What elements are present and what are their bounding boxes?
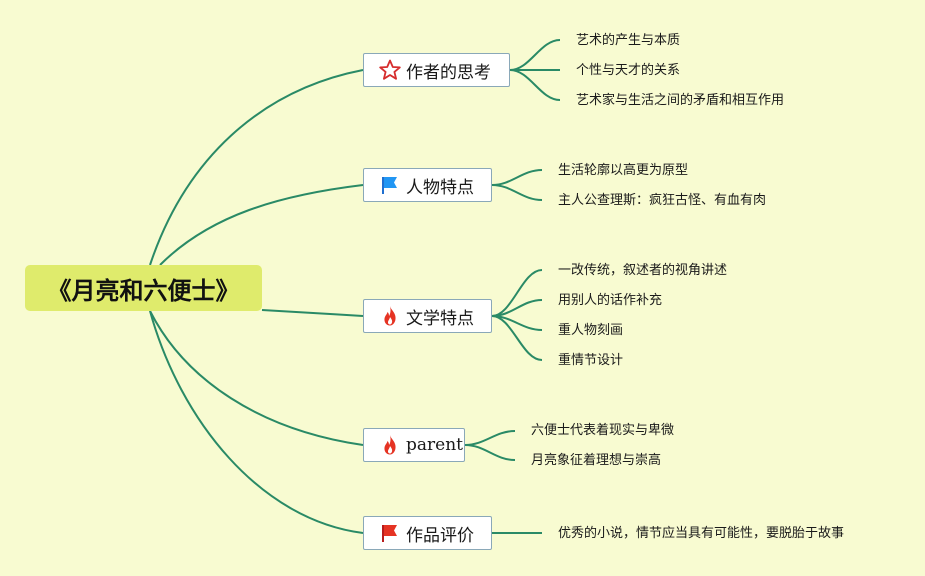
branch-5-item-1[interactable]: 优秀的小说，情节应当具有可能性，要脱胎于故事	[558, 526, 845, 541]
branch-3-item-1[interactable]: 一改传统，叙述者的视角讲述	[558, 263, 728, 278]
branch-topic-label: 作品评价	[406, 525, 474, 546]
edge-branch-4-item-2	[464, 444, 516, 461]
edge-root-to-branch-5	[149, 310, 364, 534]
branch-3-item-2[interactable]: 用别人的话作补充	[558, 293, 663, 308]
star-icon	[378, 58, 402, 82]
branch-1-item-3[interactable]: 艺术家与生活之间的矛盾和相互作用	[576, 93, 785, 108]
fire-icon	[378, 304, 402, 328]
branch-topic-literary-features[interactable]: 文学特点	[363, 299, 492, 333]
branch-4-item-2[interactable]: 月亮象征着理想与崇高	[531, 453, 662, 468]
edge-root-to-branch-1	[149, 69, 364, 266]
edge-root-to-branch-4	[149, 310, 364, 446]
branch-topic-label: 人物特点	[406, 177, 474, 198]
edge-branch-1-item-3	[509, 69, 561, 101]
branch-topic-label: 文学特点	[406, 308, 474, 329]
branch-4-item-1[interactable]: 六便士代表着现实与卑微	[531, 423, 675, 438]
branch-3-item-3[interactable]: 重人物刻画	[558, 323, 624, 338]
central-topic[interactable]: 《月亮和六便士》	[25, 265, 262, 311]
edge-root-to-branch-3	[261, 309, 364, 317]
branch-2-item-2[interactable]: 主人公查理斯：疯狂古怪、有血有肉	[558, 193, 767, 208]
edge-branch-3-item-4	[491, 315, 543, 361]
red-flag-icon	[378, 521, 402, 545]
edge-branch-2-item-1	[491, 169, 543, 186]
edge-branch-4-item-1	[464, 430, 516, 446]
branch-3-item-4[interactable]: 重情节设计	[558, 353, 624, 368]
branch-topic-label: parent	[406, 435, 463, 455]
branch-topic-label: 作者的思考	[406, 62, 491, 83]
fire-icon	[378, 433, 402, 457]
edge-branch-2-item-2	[491, 184, 543, 201]
branch-topic-work-evaluation[interactable]: 作品评价	[363, 516, 492, 550]
edge-branch-1-item-1	[509, 39, 561, 71]
branch-2-item-1[interactable]: 生活轮廓以高更为原型	[558, 163, 689, 178]
branch-1-item-2[interactable]: 个性与天才的关系	[576, 63, 681, 78]
branch-topic-author-thoughts[interactable]: 作者的思考	[363, 53, 510, 87]
branch-1-item-1[interactable]: 艺术的产生与本质	[576, 33, 681, 48]
blue-flag-icon	[378, 173, 402, 197]
branch-topic-character-traits[interactable]: 人物特点	[363, 168, 492, 202]
edge-root-to-branch-2	[159, 184, 364, 266]
branch-topic-parent[interactable]: parent	[363, 428, 465, 462]
